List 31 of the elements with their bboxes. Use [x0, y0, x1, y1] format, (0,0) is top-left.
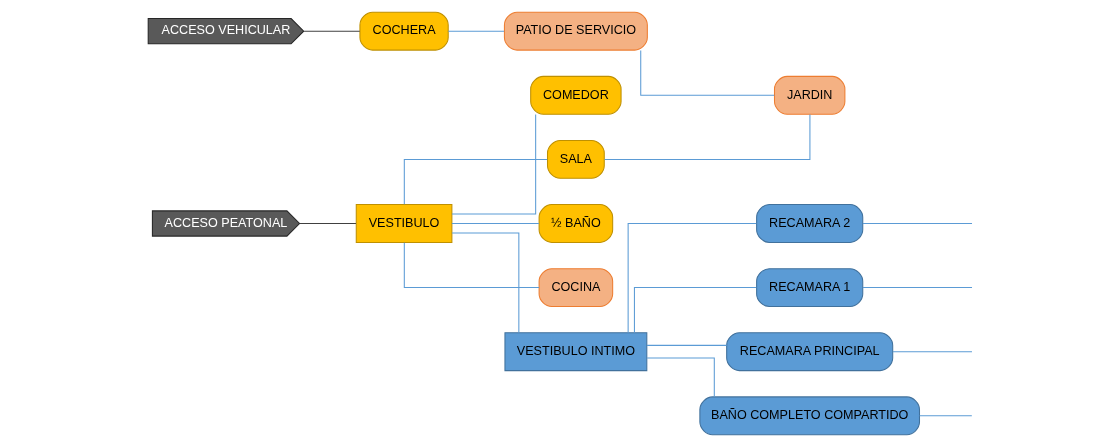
node-box: COMEDOR: [529, 75, 622, 115]
connector: [646, 357, 715, 398]
connector: [861, 287, 973, 289]
connector: [891, 351, 972, 353]
connector: [918, 415, 972, 417]
connector: [639, 49, 775, 96]
node-box: VESTIBULO INTIMO: [503, 332, 647, 372]
node-box: COCHERA: [358, 11, 449, 51]
node-box: RECAMARA PRINCIPAL: [725, 332, 893, 372]
connector: [403, 158, 548, 205]
connector: [627, 222, 757, 334]
node-box: PATIO DE SERVICIO: [503, 11, 648, 51]
connector: [645, 344, 727, 346]
node-box: RECAMARA 2: [755, 204, 863, 243]
node-box: COCINA: [538, 268, 613, 308]
connector: [450, 113, 536, 215]
connector: [861, 222, 973, 225]
connector: [450, 222, 539, 225]
node-box: JARDIN: [773, 75, 845, 115]
node-box: RECAMARA 1: [755, 268, 863, 308]
connector: [403, 242, 540, 289]
node-box: ½ BAÑO: [538, 204, 613, 243]
connector: [633, 287, 757, 333]
node-box: SALA: [546, 139, 605, 179]
connector: [603, 114, 810, 160]
connector: [447, 30, 505, 32]
node-box: BAÑO COMPLETO COMPARTIDO: [698, 396, 920, 436]
connector: [451, 232, 519, 334]
connector: [303, 30, 360, 32]
connector: [298, 222, 356, 225]
node-box: VESTIBULO: [355, 204, 452, 243]
